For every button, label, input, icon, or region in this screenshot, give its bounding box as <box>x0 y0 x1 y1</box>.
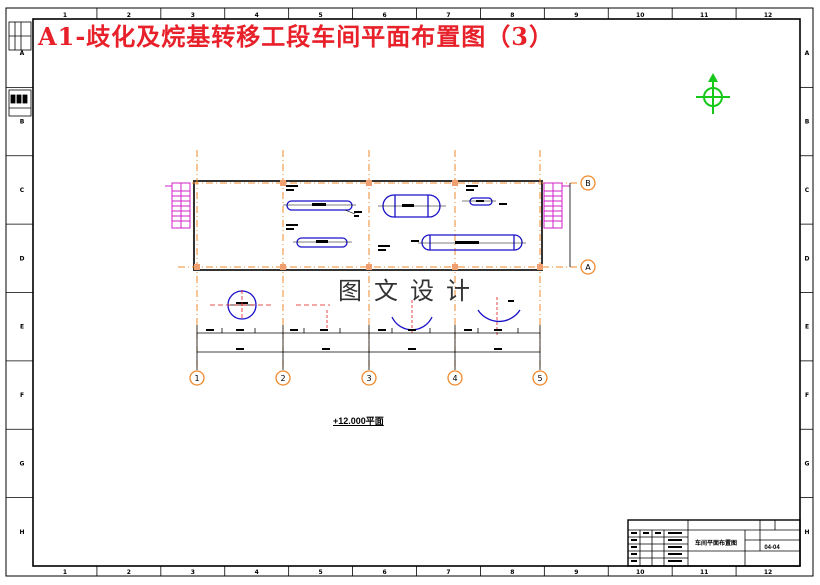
zone-row-left-a: A <box>20 50 25 57</box>
zone-col-top-11: 11 <box>700 12 708 19</box>
axis-bubble-a: A <box>580 259 596 275</box>
zone-row-right-g: G <box>805 460 810 467</box>
axis-bubble-label-5: 5 <box>537 374 542 383</box>
axis-bubble-2: 2 <box>275 370 291 386</box>
watermark-text: 图文设计 <box>338 277 482 305</box>
vessel-2 <box>378 194 446 218</box>
axis-bubble-label-a: A <box>585 263 591 272</box>
zone-col-bottom-11: 11 <box>700 569 708 576</box>
zone-col-bottom-4: 4 <box>255 569 259 576</box>
zone-col-bottom-12: 12 <box>764 569 772 576</box>
axis-bubble-label-4: 4 <box>452 374 457 383</box>
staircase-right-icon <box>543 182 570 229</box>
axis-bubble-1: 1 <box>189 370 205 386</box>
zone-row-left-f: F <box>20 392 24 399</box>
zone-labels-left: A B C D E F G H <box>19 50 24 536</box>
zone-col-bottom-3: 3 <box>191 569 195 576</box>
vessel-3 <box>462 197 496 206</box>
zone-col-top-6: 6 <box>382 12 386 19</box>
axis-bubble-5: 5 <box>532 370 548 386</box>
zone-row-left-d: D <box>20 255 25 262</box>
axis-bubble-label-2: 2 <box>280 374 285 383</box>
building-outline <box>193 180 543 271</box>
zone-col-top-7: 7 <box>446 12 450 19</box>
zone-row-right-a: A <box>805 50 810 57</box>
vessel-5 <box>418 234 526 251</box>
zone-row-left-g: G <box>20 460 25 467</box>
equipment-tags <box>286 185 507 251</box>
title-block-drawing-number: 04-04 <box>764 545 780 551</box>
column-markers <box>194 180 543 270</box>
zone-row-right-f: F <box>805 392 809 399</box>
outer-frame <box>5 7 814 577</box>
zone-col-top-9: 9 <box>574 12 578 19</box>
row-axis-bubbles: B A <box>580 175 596 275</box>
zone-row-left-b: B <box>20 119 25 126</box>
zone-ticks <box>6 8 813 576</box>
zone-col-top-5: 5 <box>319 12 323 19</box>
vessel-1 <box>283 200 356 215</box>
zone-col-bottom-1: 1 <box>63 569 67 576</box>
zone-col-bottom-7: 7 <box>446 569 450 576</box>
row-axis-lines <box>178 182 578 268</box>
zone-col-top-3: 3 <box>191 12 195 19</box>
axis-bubble-label-1: 1 <box>194 374 199 383</box>
zone-row-left-c: C <box>20 187 25 194</box>
axis-bubble-3: 3 <box>361 370 377 386</box>
title-block <box>627 519 801 567</box>
zone-col-top-2: 2 <box>127 12 131 19</box>
zone-col-top-12: 12 <box>764 12 772 19</box>
zone-row-right-c: C <box>805 187 810 194</box>
dimension-lines <box>196 183 571 357</box>
axis-bubble-label-b: B <box>585 179 591 188</box>
zone-col-bottom-9: 9 <box>574 569 578 576</box>
dimension-values <box>206 329 502 350</box>
axis-bubble-label-3: 3 <box>366 374 371 383</box>
zone-row-right-h: H <box>804 529 809 536</box>
level-label: +12.000平面 <box>333 416 384 426</box>
column-axis-bubbles: 1 2 3 4 5 <box>189 357 548 386</box>
zone-col-top-1: 1 <box>63 12 67 19</box>
title-block-drawing-name: 车间平面布置图 <box>695 539 737 547</box>
zone-col-top-10: 10 <box>636 12 644 19</box>
drawing-title: A1-歧化及烷基转移工段车间平面布置图（3） <box>38 22 554 51</box>
zone-row-left-h: H <box>19 529 24 536</box>
title-block-fill <box>631 532 682 562</box>
column-axis-lines <box>196 150 541 368</box>
north-arrow-icon <box>696 73 730 114</box>
zone-col-bottom-8: 8 <box>510 569 514 576</box>
zone-row-right-d: D <box>805 255 810 262</box>
zone-col-top-4: 4 <box>255 12 259 19</box>
axis-bubble-4: 4 <box>447 370 463 386</box>
zone-col-top-8: 8 <box>510 12 514 19</box>
zone-row-right-b: B <box>805 119 810 126</box>
axis-bubble-b: B <box>580 175 596 191</box>
zone-col-bottom-10: 10 <box>636 569 644 576</box>
zone-row-left-e: E <box>20 324 24 331</box>
zone-col-bottom-5: 5 <box>319 569 323 576</box>
staircase-left-icon <box>165 182 191 229</box>
zone-row-right-e: E <box>805 324 809 331</box>
vessel-4 <box>293 237 352 248</box>
zone-labels-right: A B C D E F G H <box>804 50 809 536</box>
zone-col-bottom-6: 6 <box>382 569 386 576</box>
filing-strip <box>8 21 32 117</box>
zone-col-bottom-2: 2 <box>127 569 131 576</box>
